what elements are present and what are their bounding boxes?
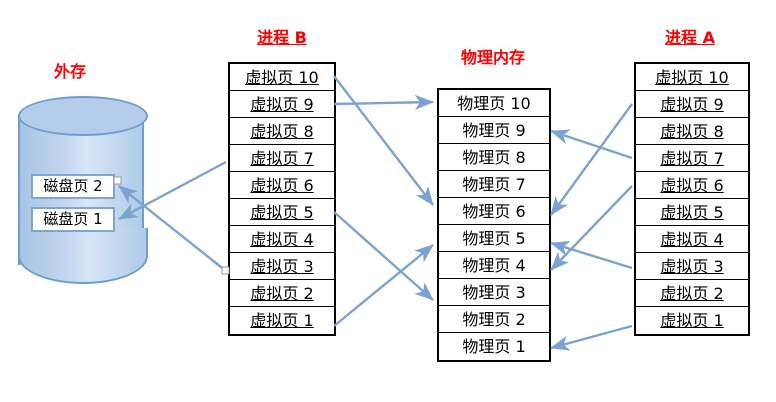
arrow-a4-to-phys5	[550, 241, 633, 270]
physical-page-row[interactable]: 物理页 5	[439, 225, 549, 252]
disk-page-box[interactable]: 磁盘页 1	[31, 207, 115, 232]
cylinder-top-ellipse	[18, 96, 148, 136]
page-label: 虚拟页 10	[655, 68, 729, 87]
page-label: 虚拟页 9	[250, 95, 314, 114]
page-label: 虚拟页 6	[660, 176, 724, 195]
process-a-page-row[interactable]: 虚拟页 6	[636, 172, 748, 199]
process-a-page-table: 虚拟页 10 虚拟页 9 虚拟页 8 虚拟页 7 虚拟页 6 虚拟页 5 虚拟页…	[634, 62, 750, 336]
process-b-page-row[interactable]: 虚拟页 8	[230, 118, 334, 145]
arrow-a10-to-phys6	[550, 103, 633, 216]
arrow-b1-to-phys5	[333, 244, 434, 327]
page-label: 虚拟页 9	[660, 95, 724, 114]
page-label: 物理页 5	[462, 229, 526, 248]
process-b-page-row[interactable]: 虚拟页 4	[230, 226, 334, 253]
cylinder-bottom-cap	[18, 228, 148, 284]
page-label: 虚拟页 8	[250, 122, 314, 141]
page-label: 物理页 9	[462, 121, 526, 140]
process-b-page-row[interactable]: 虚拟页 2	[230, 280, 334, 307]
process-b-page-row[interactable]: 虚拟页 5	[230, 199, 334, 226]
title-process-b: 进程 B	[257, 28, 307, 47]
title-physical-memory: 物理内存	[460, 48, 525, 67]
page-label: 物理页 2	[462, 310, 526, 329]
physical-page-row[interactable]: 物理页 8	[439, 144, 549, 171]
arrow-b10-to-phys6	[333, 75, 434, 206]
page-label: 物理页 8	[462, 148, 526, 167]
page-label: 虚拟页 4	[660, 230, 724, 249]
physical-page-row[interactable]: 物理页 7	[439, 171, 549, 198]
process-a-page-row[interactable]: 虚拟页 5	[636, 199, 748, 226]
physical-page-row[interactable]: 物理页 9	[439, 117, 549, 144]
physical-page-row[interactable]: 物理页 10	[439, 90, 549, 117]
page-label: 虚拟页 2	[250, 284, 314, 303]
arrow-b5-to-phys3	[333, 211, 434, 301]
page-label: 虚拟页 10	[245, 68, 319, 87]
process-b-page-row[interactable]: 虚拟页 6	[230, 172, 334, 199]
page-label: 虚拟页 8	[660, 122, 724, 141]
physical-page-row[interactable]: 物理页 3	[439, 279, 549, 306]
page-label: 物理页 4	[462, 256, 526, 275]
physical-page-row[interactable]: 物理页 4	[439, 252, 549, 279]
page-label: 物理页 1	[462, 337, 526, 356]
physical-page-row[interactable]: 物理页 6	[439, 198, 549, 225]
page-label: 虚拟页 1	[660, 311, 724, 330]
page-label: 物理页 7	[462, 175, 526, 194]
process-a-page-row[interactable]: 虚拟页 1	[636, 307, 748, 334]
process-b-page-row[interactable]: 虚拟页 10	[230, 64, 334, 91]
page-label: 虚拟页 5	[250, 203, 314, 222]
process-a-page-row[interactable]: 虚拟页 8	[636, 118, 748, 145]
page-label: 虚拟页 7	[250, 149, 314, 168]
process-b-page-table: 虚拟页 10 虚拟页 9 虚拟页 8 虚拟页 7 虚拟页 6 虚拟页 5 虚拟页…	[228, 62, 336, 336]
process-a-page-row[interactable]: 虚拟页 10	[636, 64, 748, 91]
title-process-a: 进程 A	[665, 28, 715, 47]
page-label: 虚拟页 5	[660, 203, 724, 222]
process-a-page-row[interactable]: 虚拟页 4	[636, 226, 748, 253]
arrow-a1-to-phys1	[550, 324, 633, 351]
page-label: 虚拟页 4	[250, 230, 314, 249]
page-label: 虚拟页 3	[250, 257, 314, 276]
page-label: 虚拟页 3	[660, 257, 724, 276]
process-a-page-row[interactable]: 虚拟页 7	[636, 145, 748, 172]
page-label: 虚拟页 6	[250, 176, 314, 195]
arrow-a7-to-phys4	[550, 185, 633, 271]
process-b-page-row[interactable]: 虚拟页 9	[230, 91, 334, 118]
process-a-page-row[interactable]: 虚拟页 3	[636, 253, 748, 280]
process-b-page-row[interactable]: 虚拟页 1	[230, 307, 334, 334]
page-label: 物理页 6	[462, 202, 526, 221]
page-label: 物理页 3	[462, 283, 526, 302]
physical-page-row[interactable]: 物理页 2	[439, 306, 549, 333]
process-a-page-row[interactable]: 虚拟页 9	[636, 91, 748, 118]
page-label: 虚拟页 1	[250, 311, 314, 330]
page-label: 虚拟页 2	[660, 284, 724, 303]
disk-page-box[interactable]: 磁盘页 2	[31, 174, 115, 199]
page-label: 物理页 10	[457, 94, 531, 113]
process-b-page-row[interactable]: 虚拟页 7	[230, 145, 334, 172]
arrow-a8-to-phys9	[550, 129, 633, 160]
page-label: 虚拟页 7	[660, 149, 724, 168]
physical-page-row[interactable]: 物理页 1	[439, 333, 549, 360]
physical-memory-page-table: 物理页 10 物理页 9 物理页 8 物理页 7 物理页 6 物理页 5 物理页…	[437, 88, 551, 362]
arrow-b9-to-phys10	[333, 94, 434, 111]
title-external-storage: 外存	[53, 62, 86, 81]
process-b-page-row[interactable]: 虚拟页 3	[230, 253, 334, 280]
process-a-page-row[interactable]: 虚拟页 2	[636, 280, 748, 307]
